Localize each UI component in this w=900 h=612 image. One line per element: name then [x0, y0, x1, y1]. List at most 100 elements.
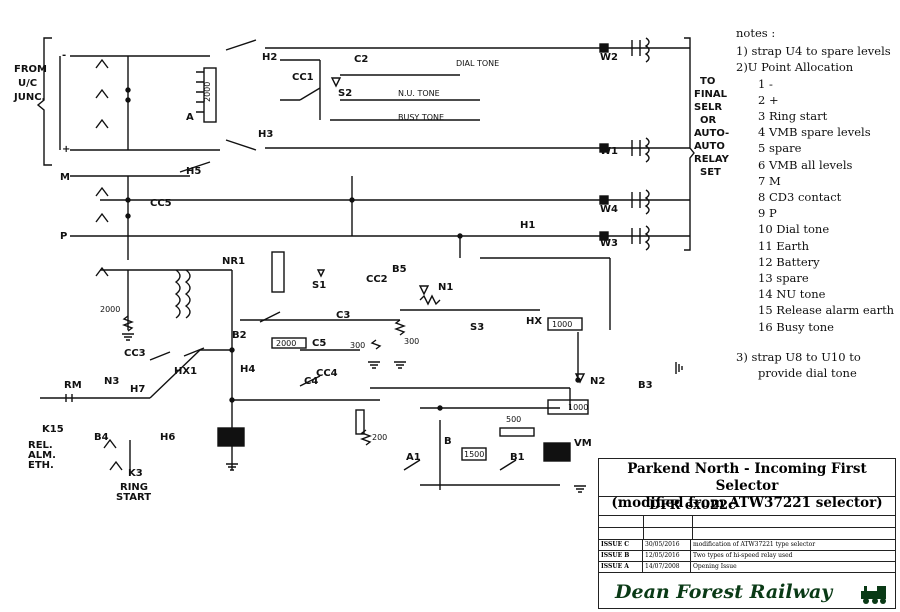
value-300-a: 300: [350, 341, 365, 350]
relay-w1: W1: [600, 146, 618, 157]
earth-symbols: [122, 333, 683, 493]
relay-c2: C2: [354, 54, 368, 65]
u-point-12: 12 Battery: [758, 254, 820, 269]
relay-rm: RM: [64, 380, 82, 391]
u-point-15: 15 Release alarm earth: [758, 303, 895, 318]
relay-b3: B3: [638, 380, 653, 391]
relay-h1: H1: [520, 220, 535, 231]
title-line-2: (modified from ATW37221 selector): [611, 495, 883, 511]
line-label-p: P: [60, 231, 67, 242]
note-2: 2)U Point Allocation: [736, 60, 854, 75]
junction-nodes: [125, 87, 581, 411]
revision-row: ISSUE B 12/05/2016 Two types of hi-speed…: [599, 551, 895, 562]
label-junc: JUNC.: [13, 92, 45, 103]
revision-desc: modification of ATW37221 type selector: [693, 541, 816, 548]
selector-coils: [174, 67, 589, 462]
drawing-title: Parkend North - Incoming First Selector …: [599, 459, 895, 511]
relay-hx: HX: [526, 316, 542, 327]
label-ring: RING: [120, 482, 148, 493]
revision-date: 14/07/2008: [643, 562, 691, 572]
note-3b: provide dial tone: [758, 366, 857, 381]
revision-row: ISSUE A 14/07/2008 Opening Issue: [599, 562, 895, 573]
value-1000-b: 1000: [552, 320, 572, 329]
label-set: SET: [700, 167, 721, 178]
label-relay: RELAY: [694, 154, 730, 165]
label-busy-tone: BUSY TONE: [398, 113, 444, 122]
u-point-4: 4 VMB spare levels: [758, 125, 871, 140]
relay-h4: H4: [240, 364, 255, 375]
input-bracket: [36, 37, 52, 166]
relay-cc2: CC2: [366, 274, 388, 285]
relay-w2: W2: [600, 52, 618, 63]
relay-k3: K3: [128, 468, 143, 479]
relay-s1: S1: [312, 280, 326, 291]
line-transformers: [599, 37, 650, 251]
revision-row: ISSUE C 30/05/2016 modification of ATW37…: [599, 540, 895, 551]
value-500: 500: [506, 415, 521, 424]
value-1500: 1500: [464, 450, 484, 459]
label-alm: ALM.: [28, 450, 56, 461]
revision-blank-row: [599, 528, 895, 540]
relay-k15: K15: [42, 424, 64, 435]
title-line-1: Parkend North - Incoming First Selector: [627, 461, 867, 494]
u-point-2: 2 +: [758, 92, 779, 107]
u-point-3: 3 Ring start: [758, 109, 828, 124]
relay-w4: W4: [600, 204, 618, 215]
value-2000-a: 2000: [100, 305, 120, 314]
schematic-labels: FROM U/C JUNC. TO FINAL SELR OR AUTO- AU…: [13, 50, 730, 503]
relay-s2: S2: [338, 88, 352, 99]
note-3a: 3) strap U8 to U10 to: [736, 349, 861, 364]
label-start: START: [116, 492, 151, 503]
value-1000-a: 1000: [568, 403, 588, 412]
relay-h3: H3: [258, 129, 273, 140]
value-200: 200: [372, 433, 387, 442]
u-point-7: 7 M: [758, 173, 781, 188]
relay-h2: H2: [262, 52, 277, 63]
relay-c4: C4: [304, 376, 318, 387]
label-uc: U/C: [18, 78, 37, 89]
value-300-b: 300: [404, 337, 419, 346]
revision-date: 30/05/2016: [643, 540, 691, 550]
relay-b: B: [444, 436, 452, 447]
title-block: Parkend North - Incoming First Selector …: [598, 458, 896, 609]
relay-n2: N2: [590, 376, 605, 387]
relay-s3: S3: [470, 322, 484, 333]
relay-a: A: [186, 112, 194, 123]
u-point-9: 9 P: [758, 206, 777, 221]
resistors: [122, 294, 441, 446]
label-auto1: AUTO-: [694, 128, 729, 139]
u-point-11: 11 Earth: [758, 238, 810, 253]
label-final: FINAL: [694, 89, 728, 100]
relay-w3: W3: [600, 238, 618, 249]
relay-n3: N3: [104, 376, 119, 387]
u-point-1: 1 -: [758, 76, 773, 91]
drawing-number: DFR ex022c: [599, 497, 895, 516]
revision-issue: ISSUE C: [599, 540, 643, 550]
relay-b5: B5: [392, 264, 407, 275]
relay-h7: H7: [130, 384, 145, 395]
label-from: FROM: [14, 64, 47, 75]
relay-b1: B1: [510, 452, 525, 463]
label-to: TO: [700, 76, 715, 87]
brand-name: Dean Forest Railway: [599, 577, 895, 608]
label-or: OR: [700, 115, 717, 126]
revision-issue: ISSUE B: [599, 551, 643, 561]
value-2000-c: 2000: [203, 82, 212, 102]
relay-b2: B2: [232, 330, 247, 341]
relay-cc1: CC1: [292, 72, 314, 83]
revision-desc: Two types of hi-speed relay used: [693, 552, 793, 559]
line-label-plus: +: [62, 144, 70, 155]
u-point-13: 13 spare: [758, 271, 809, 286]
note-1: 1) strap U4 to spare levels: [736, 44, 891, 59]
relay-a1: A1: [406, 452, 421, 463]
u-point-6: 6 VMB all levels: [758, 157, 853, 172]
relay-cc5: CC5: [150, 198, 172, 209]
revision-issue: ISSUE A: [599, 562, 643, 572]
value-2000-b: 2000: [276, 339, 296, 348]
relay-hx1: HX1: [174, 366, 197, 377]
notes-panel: notes : 1) strap U4 to spare levels 2)U …: [736, 25, 896, 381]
label-dial-tone: DIAL TONE: [456, 59, 499, 68]
u-point-5: 5 spare: [758, 141, 802, 156]
label-rel: REL.: [28, 440, 53, 451]
